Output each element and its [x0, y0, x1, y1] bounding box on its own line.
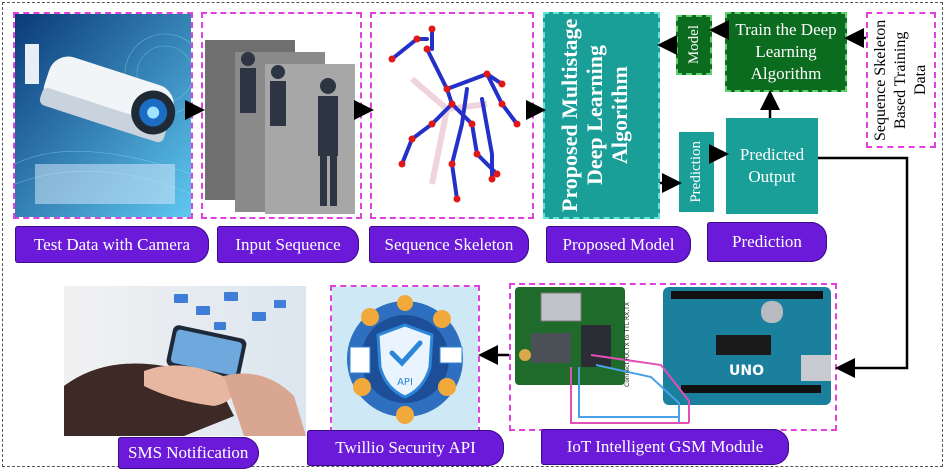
training-data-box: Sequence Skeleton Based Training Data	[866, 12, 936, 148]
sequence-skeleton-label: Sequence Skeleton	[369, 226, 529, 263]
sequence-skeleton-panel	[370, 12, 534, 219]
prediction-pill-label: Prediction	[707, 222, 827, 262]
twillio-panel: API	[330, 285, 480, 433]
security-camera-image	[15, 14, 191, 217]
camera-panel	[13, 12, 193, 219]
twillio-label: Twillio Security API	[307, 430, 504, 466]
input-sequence-label: Input Sequence	[217, 226, 359, 263]
predicted-output-text: Predicted Output	[739, 145, 805, 186]
model-box: Model	[676, 15, 712, 75]
gsm-panel: UNO Connect RX,TX to TTL RX,TX	[509, 283, 837, 431]
test-data-label: Test Data with Camera	[15, 226, 209, 263]
train-box: Train the Deep Learning Algorithm	[725, 12, 847, 92]
sms-label: SMS Notification	[118, 437, 259, 469]
api-badge: API	[397, 377, 413, 388]
input-sequence-panel	[201, 12, 362, 219]
proposed-model-label: Proposed Model	[546, 226, 691, 263]
sms-image	[64, 286, 306, 436]
arrow-output-to-gsm	[818, 156, 909, 378]
gsm-label: IoT Intelligent GSM Module	[541, 429, 789, 465]
skeleton-plot	[372, 14, 532, 217]
phone-hands-image	[64, 286, 306, 436]
train-text: Train the Deep Learning Algorithm	[735, 20, 837, 83]
predicted-output-box: Predicted Output	[726, 118, 818, 214]
wire-note: Connect RX,TX to TTL RX,TX	[624, 302, 631, 387]
security-shield-image: API	[332, 287, 478, 431]
input-sequence-frames	[203, 14, 360, 217]
gsm-arduino-image: UNO Connect RX,TX to TTL RX,TX	[511, 285, 835, 429]
prediction-box: Prediction	[679, 132, 714, 212]
arduino-brand: UNO	[729, 363, 764, 379]
